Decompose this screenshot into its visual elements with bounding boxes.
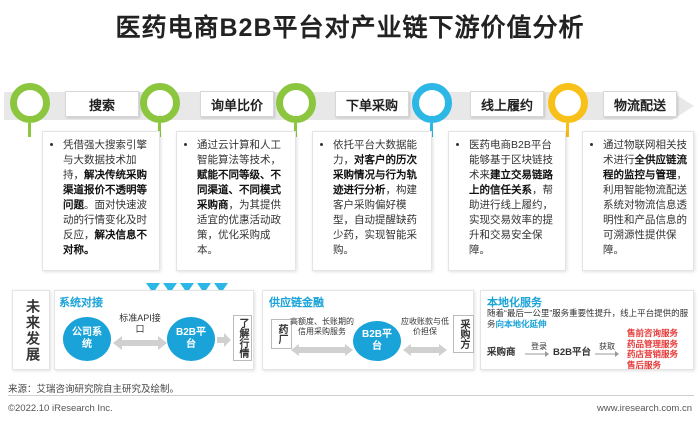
service-list: 售前咨询服务 药品管理服务 药店营销服务 售后服务 [627, 328, 678, 370]
get-text: 获取 [599, 342, 615, 351]
stage-circle-search [10, 83, 50, 123]
local-desc: 随着“最后一公里”服务重要性提升，线上平台提供的服务向本地化延伸 [487, 308, 689, 329]
desc-text: 通过物联网相关技术进行全供应链流程的监控与管理，利用智能物流配送系统对物流信息透… [603, 138, 687, 258]
market-insight-label: 了解行情 [233, 315, 252, 361]
service-item: 售前咨询服务 [627, 328, 679, 338]
stage-stem [294, 123, 297, 137]
b2b-platform-oval: B2B平台 [353, 321, 401, 361]
down-triangle [197, 283, 211, 293]
down-triangle [163, 283, 177, 293]
desc-text: 医药电商B2B平台能够基于区块链技术来建立交易链路上的信任关系，帮助进行线上履约… [469, 138, 559, 258]
stage-stem [566, 123, 569, 137]
buyer-label: 采购方 [453, 315, 474, 353]
credit-note: 高额度、长账期的信用采购服务 [290, 317, 354, 336]
finance-panel: 供应链金融 药厂 高额度、长账期的信用采购服务 B2B平台 应收账款与低价担保 … [262, 290, 474, 370]
stage-label-order: 下单采购 [335, 91, 409, 117]
stage-circle-inquiry [140, 83, 180, 123]
desc-card-order: 依托平台大数据能力，对客户的历次采购情况与行为轨迹进行分析，构建客户采购偏好模型… [312, 131, 432, 271]
system-title: 系统对接 [59, 297, 103, 309]
stage-label-logistics: 物流配送 [603, 91, 677, 117]
service-item: 药品管理服务 [627, 338, 679, 349]
stage-circle-fulfillment [412, 83, 452, 123]
finance-title: 供应链金融 [269, 297, 324, 309]
double-arrow-icon [291, 344, 353, 356]
desc-card-inquiry: 通过云计算和人工智能算法等技术，赋能不同等级、不同渠道、不同模式采购商，为其提供… [176, 131, 296, 271]
api-label: 标准API接口 [119, 313, 161, 334]
down-triangle [146, 283, 160, 293]
arrow-right-icon [525, 351, 549, 357]
service-item: 售后服务 [627, 359, 662, 370]
stage-label-fulfillment: 线上履约 [470, 91, 544, 117]
double-arrow-icon [403, 344, 447, 356]
pharma-factory-label: 药厂 [271, 319, 292, 349]
site-url: www.iresearch.com.cn [596, 403, 692, 414]
down-triangle [180, 283, 194, 293]
stage-stem [430, 123, 433, 137]
copyright: ©2022.10 iResearch Inc. [8, 403, 113, 414]
stage-stem [158, 123, 161, 137]
local-panel: 本地化服务 随着“最后一公里”服务重要性提升，线上平台提供的服务向本地化延伸 采… [480, 290, 694, 370]
stage-circle-order [276, 83, 316, 123]
b2b-platform-oval: B2B平台 [167, 317, 215, 361]
company-system-oval: 公司系统 [63, 317, 111, 361]
down-triangle [214, 283, 228, 293]
double-arrow-icon [113, 336, 167, 350]
stage-circle-logistics [548, 83, 588, 123]
page-title: 医药电商B2B平台对产业链下游价值分析 [115, 14, 585, 42]
footer-divider [8, 395, 694, 396]
future-panel: 未来发展 [12, 290, 50, 370]
buyer-text: 采购商 [487, 347, 516, 358]
system-panel: 系统对接 公司系统 标准API接口 B2B平台 了解行情 [54, 290, 254, 370]
b2b-platform-text: B2B平台 [553, 347, 592, 358]
arrow-right-icon [595, 351, 619, 357]
arrow-right-icon [217, 333, 231, 347]
desc-text: 凭借强大搜索引擎与大数据技术加持，解决传统采购渠道报价不透明等问题。面对快速波动… [63, 138, 153, 258]
service-item: 药店营销服务 [627, 349, 679, 359]
desc-card-search: 凭借强大搜索引擎与大数据技术加持，解决传统采购渠道报价不透明等问题。面对快速波动… [42, 131, 160, 271]
stage-label-search: 搜索 [65, 91, 139, 117]
local-title: 本地化服务 [487, 297, 542, 309]
stage-label-inquiry: 询单比价 [200, 91, 274, 117]
future-label: 未来发展 [25, 299, 41, 363]
source-note: 来源：艾瑞咨询研究院自主研究及绘制。 [8, 384, 180, 395]
desc-text: 依托平台大数据能力，对客户的历次采购情况与行为轨迹进行分析，构建客户采购偏好模型… [333, 138, 425, 258]
desc-text: 通过云计算和人工智能算法等技术，赋能不同等级、不同渠道、不同模式采购商，为其提供… [197, 138, 289, 258]
desc-card-logistics: 通过物联网相关技术进行全供应链流程的监控与管理，利用智能物流配送系统对物流信息透… [582, 131, 694, 271]
desc-card-fulfillment: 医药电商B2B平台能够基于区块链技术来建立交易链路上的信任关系，帮助进行线上履约… [448, 131, 566, 271]
receivable-note: 应收账款与低价担保 [401, 317, 449, 336]
stage-stem [28, 123, 31, 137]
login-text: 登录 [531, 342, 547, 351]
